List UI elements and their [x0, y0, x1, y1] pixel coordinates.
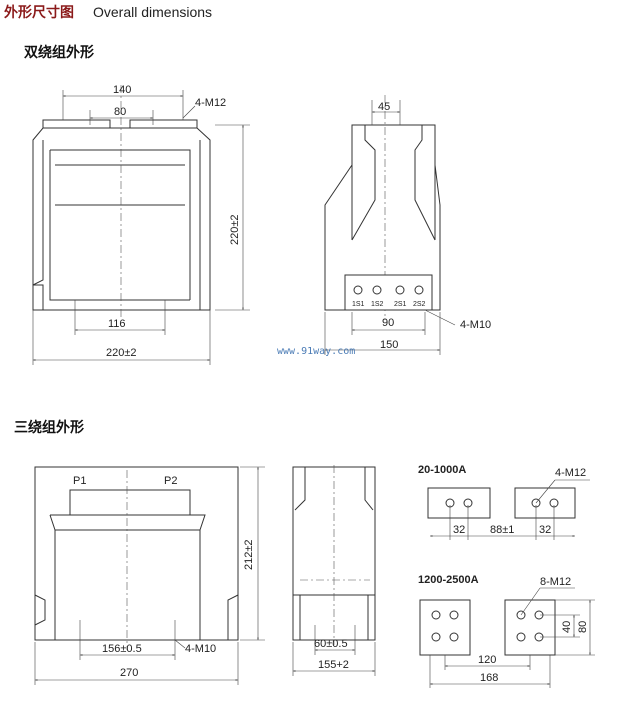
- thread-4-m10: 4-M10: [460, 319, 491, 331]
- thread-4-m10-b: 4-M10: [185, 643, 216, 655]
- section-title-double: 双绕组外形: [24, 44, 94, 60]
- title-en: Overall dimensions: [93, 4, 212, 20]
- title-cn: 外形尺寸图: [4, 4, 74, 20]
- double-front-view: 140 80 4-M12 220±2 116 220±2: [32, 84, 250, 365]
- dim-width-220: 220±2: [106, 347, 137, 359]
- label-p1: P1: [73, 475, 86, 487]
- dim-140: 140: [113, 84, 131, 96]
- terminal-2s1: 2S1: [394, 301, 407, 308]
- double-side-view: 1S1 1S2 2S1 2S2 45 90 150 4-M10 www.91wa…: [277, 95, 491, 357]
- dim-height-212: 212±2: [243, 539, 255, 570]
- thread-4-m12-b: 4-M12: [555, 467, 586, 479]
- dim-88: 88±1: [490, 524, 514, 536]
- thread-8-m12: 8-M12: [540, 576, 571, 588]
- dim-32-right: 32: [539, 524, 551, 536]
- dim-80-v: 80: [577, 621, 589, 633]
- terminal-detail-small: 20-1000A 4-M12 32 88±1 32: [418, 464, 590, 540]
- dim-155: 155+2: [318, 659, 349, 671]
- dim-120: 120: [478, 654, 496, 666]
- triple-side-view: 60±0.5 155+2: [292, 465, 376, 676]
- range-1200-2500a: 1200-2500A: [418, 574, 479, 586]
- thread-4-m12: 4-M12: [195, 97, 226, 109]
- dim-80: 80: [114, 106, 126, 118]
- dim-height-220: 220±2: [229, 214, 241, 245]
- dim-116: 116: [108, 318, 126, 330]
- dim-156: 156±0.5: [102, 643, 142, 655]
- label-p2: P2: [164, 475, 177, 487]
- dim-40: 40: [561, 621, 573, 633]
- dim-168: 168: [480, 672, 498, 684]
- terminal-screws: [353, 285, 424, 295]
- dim-32-left: 32: [453, 524, 465, 536]
- terminal-1s2: 1S2: [371, 301, 384, 308]
- triple-front-view: P1 P2 212±2 156±0.5 4-M10 270: [34, 466, 265, 685]
- dim-150: 150: [380, 339, 398, 351]
- section-title-triple: 三绕组外形: [14, 419, 84, 435]
- dim-45: 45: [378, 101, 390, 113]
- dim-60: 60±0.5: [314, 638, 348, 650]
- terminal-detail-large: 1200-2500A 8-M12 40 80 120 168: [418, 574, 595, 688]
- watermark: www.91way.com: [277, 346, 355, 357]
- dim-270: 270: [120, 667, 138, 679]
- range-20-1000a: 20-1000A: [418, 464, 466, 476]
- dim-90: 90: [382, 317, 394, 329]
- terminal-1s1: 1S1: [352, 301, 365, 308]
- terminal-2s2: 2S2: [413, 301, 426, 308]
